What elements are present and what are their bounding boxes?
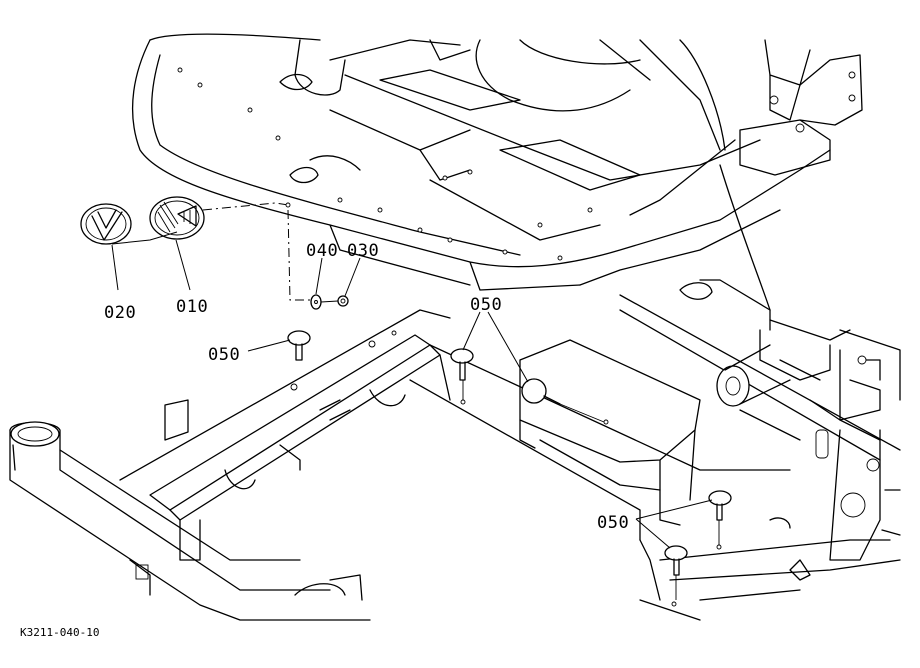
plug-050-right-a [708, 490, 732, 550]
leader-010-020 [111, 231, 178, 245]
callout-020: 020 [104, 303, 136, 323]
leader-050c [635, 499, 713, 549]
reference-code: K3211-040-10 [20, 626, 99, 639]
callout-010: 010 [176, 297, 208, 317]
plug-050-center-a [450, 348, 474, 405]
leader-020 [111, 244, 119, 291]
callout-030: 030 [347, 241, 379, 261]
leader-050a [247, 339, 291, 352]
callout-050b: 050 [470, 295, 502, 315]
leader-030 [344, 257, 361, 297]
bolt-mount-line [287, 209, 312, 301]
lower-frame [9, 309, 791, 621]
plug-050-left [287, 330, 311, 361]
callout-040: 040 [306, 241, 338, 261]
emblem-010 [149, 196, 205, 240]
right-rear-frame [619, 279, 901, 621]
leader-050b [462, 311, 529, 383]
emblem-mount-line [202, 202, 289, 211]
callout-050c: 050 [597, 513, 629, 533]
leader-040 [315, 257, 323, 295]
callout-050a: 050 [208, 345, 240, 365]
right-upper-bracket [629, 39, 863, 311]
leader-010 [175, 239, 191, 291]
center-plate [519, 339, 701, 526]
emblem-020 [80, 203, 132, 245]
plug-050-center-b [521, 378, 605, 423]
plug-050-right-b [664, 545, 688, 600]
panel-holes [177, 67, 593, 261]
nut-030 [337, 295, 349, 307]
washer-040 [310, 294, 322, 310]
upper-body-panel [131, 33, 831, 291]
